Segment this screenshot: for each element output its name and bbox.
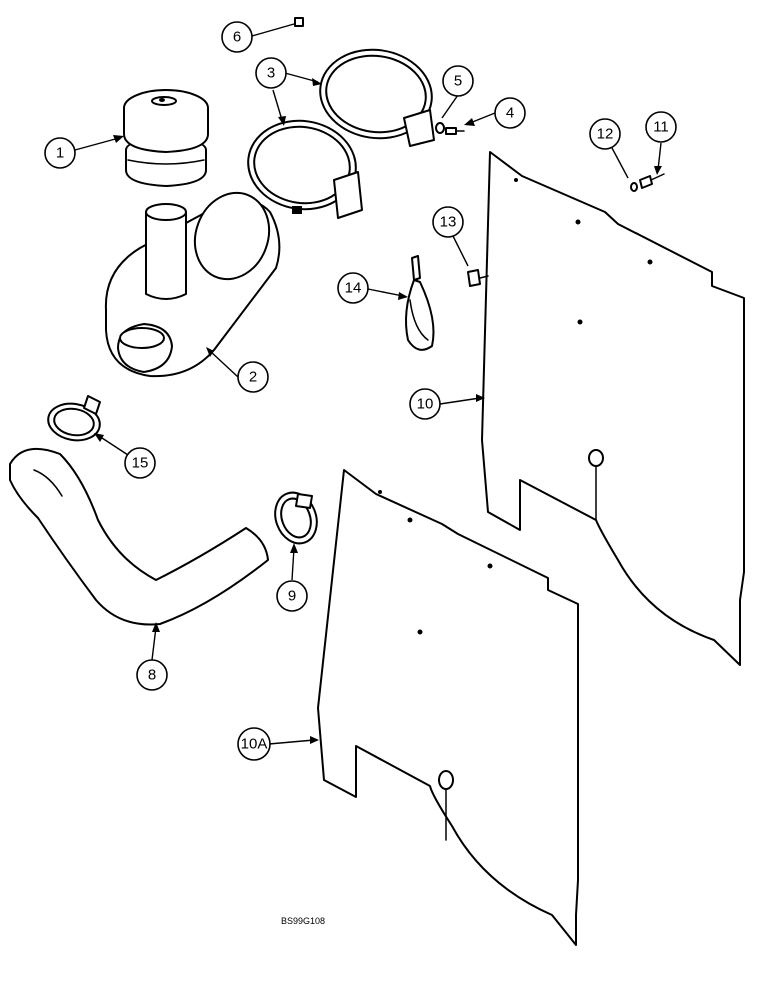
part-3-mounting-bands [247,48,435,219]
callout-3: 3 [255,57,287,89]
part-6-nut [294,17,304,27]
callout-6-label: 6 [233,29,241,46]
part-8-intake-hose [9,447,269,626]
part-9-hose-clamp [274,491,318,545]
callout-2: 2 [237,361,269,393]
leader-lines [74,23,662,745]
callout-10: 10 [409,388,441,420]
part-12-washer [630,182,638,192]
callout-11-label: 11 [653,119,669,136]
part-4-bolt [445,127,465,135]
callout-6: 6 [221,21,253,53]
callout-4-label: 4 [506,105,514,122]
part-1-precleaner-cap [123,89,209,187]
part-2-air-cleaner [104,191,281,378]
part-11-bolt [639,173,665,189]
callout-5: 5 [442,65,474,97]
callout-10-label: 10 [417,396,434,413]
part-10-side-panel [481,151,745,666]
callout-9-label: 9 [288,588,296,605]
callout-12: 12 [589,118,621,150]
callout-12-label: 12 [597,126,614,143]
callout-8: 8 [136,659,168,691]
callout-1-label: 1 [56,145,64,162]
callout-13: 13 [432,206,464,238]
callout-1: 1 [44,137,76,169]
part-15-hose-clamp [47,395,101,442]
callout-15: 15 [124,447,156,479]
callout-14: 14 [337,272,369,304]
callout-15-label: 15 [132,455,149,472]
callout-2-label: 2 [249,369,257,386]
callout-4: 4 [494,97,526,129]
part-13-clip [467,269,489,287]
part-14-hose-strap [405,255,435,351]
drawing-reference-code: BS99G108 [281,916,325,926]
callout-10a-label: 10A [241,736,268,753]
part-10a-side-panel [317,469,579,946]
callout-14-label: 14 [345,280,362,297]
callout-5-label: 5 [454,73,462,90]
part-5-washer [435,122,445,134]
callout-9: 9 [276,580,308,612]
callout-10a: 10A [237,727,271,761]
callout-3-label: 3 [267,65,275,82]
callout-13-label: 13 [440,214,457,231]
callout-8-label: 8 [148,667,156,684]
callout-11: 11 [645,111,677,143]
